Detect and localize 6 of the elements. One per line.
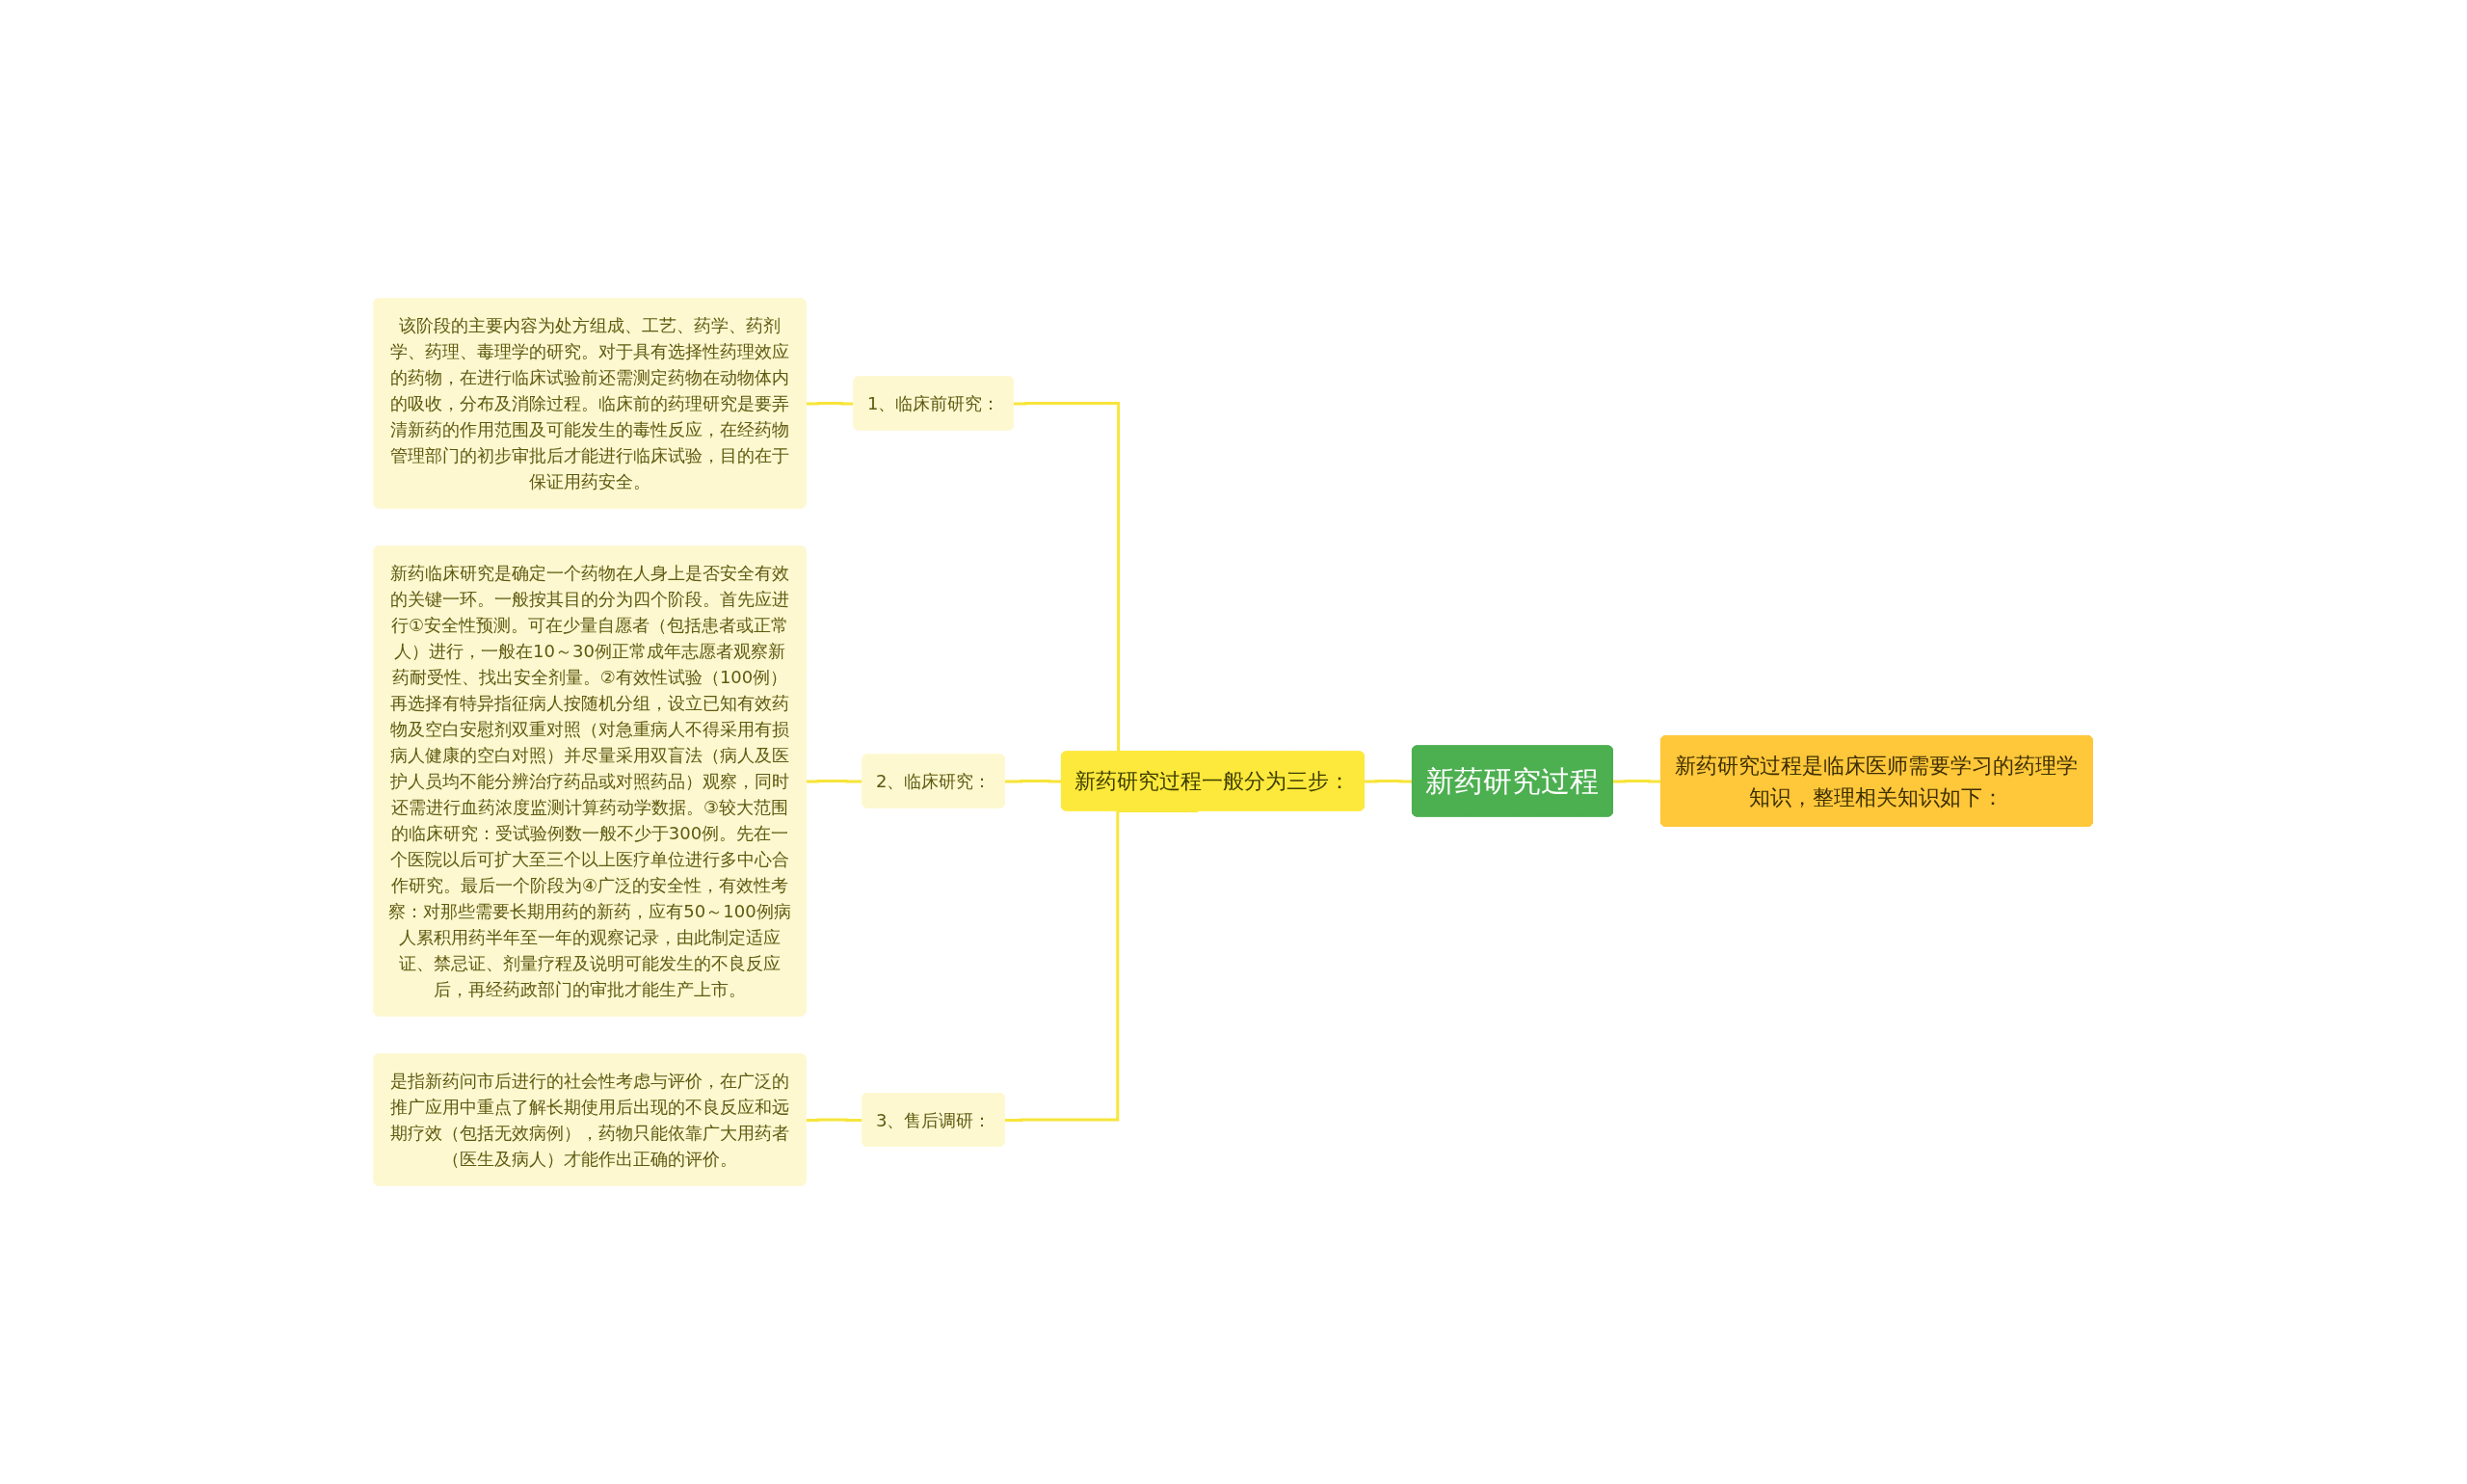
connector — [806, 1118, 863, 1122]
connector — [1613, 780, 1662, 783]
connector — [806, 402, 855, 406]
connector — [1005, 780, 1063, 783]
connector — [806, 780, 863, 783]
connector — [1365, 780, 1414, 783]
